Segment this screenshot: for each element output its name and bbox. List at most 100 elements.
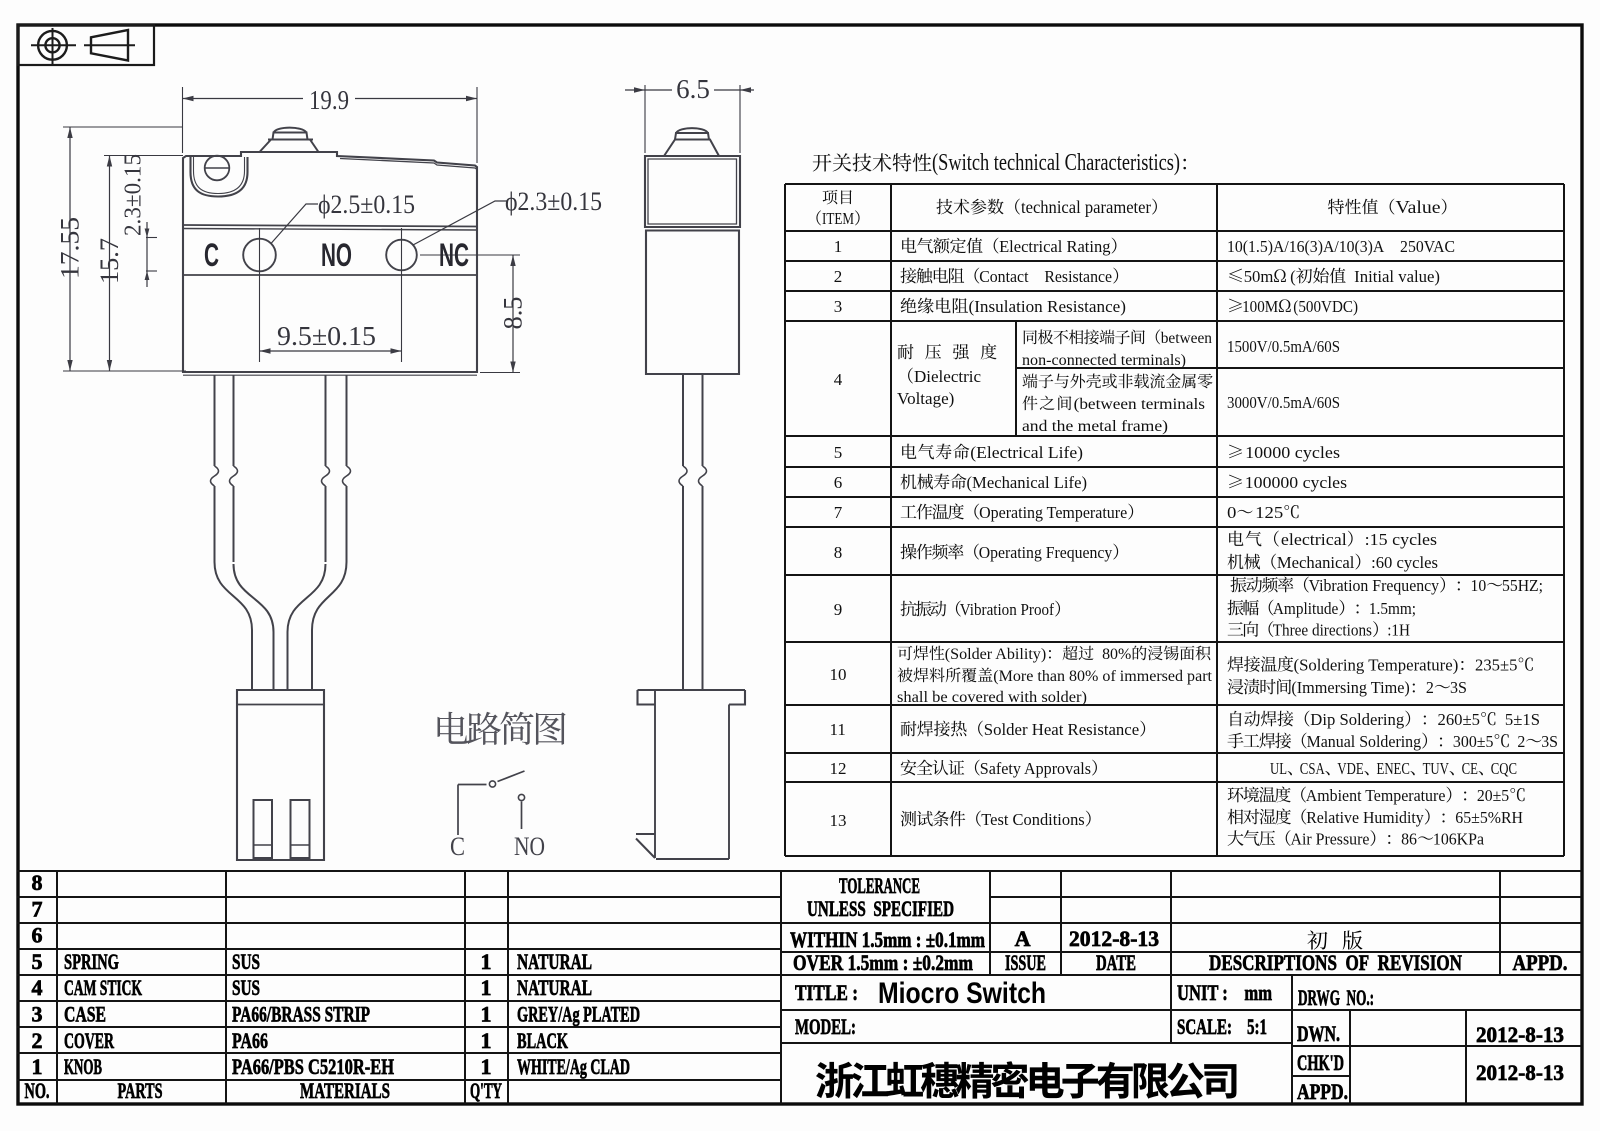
- svg-text:Dip Soldering: Dip Soldering: [1310, 710, 1404, 729]
- svg-text:TITLE :: TITLE :: [795, 980, 858, 1005]
- svg-text:2: 2: [1426, 678, 1434, 697]
- svg-text:Test Conditions: Test Conditions: [981, 810, 1084, 829]
- svg-text:55HZ;: 55HZ;: [1502, 576, 1543, 595]
- svg-text:260±5: 260±5: [1438, 710, 1481, 729]
- svg-text:1500V/0.5mA/60S: 1500V/0.5mA/60S: [1227, 337, 1340, 356]
- svg-text:6.5: 6.5: [676, 74, 710, 104]
- svg-text:DRWG NO.:: DRWG NO.:: [1298, 985, 1374, 1010]
- svg-text:15.7: 15.7: [95, 238, 124, 284]
- svg-text:C: C: [450, 832, 465, 861]
- svg-text:6: 6: [834, 473, 843, 492]
- svg-text:4: 4: [32, 975, 43, 1000]
- svg-text:1: 1: [481, 975, 492, 1000]
- svg-text:19.9: 19.9: [309, 85, 349, 115]
- svg-text:3S: 3S: [1450, 678, 1467, 697]
- svg-text:Air Pressure: Air Pressure: [1291, 830, 1370, 849]
- svg-text:2012-8-13: 2012-8-13: [1069, 926, 1159, 951]
- svg-text:2: 2: [834, 267, 843, 286]
- svg-text:DESCRIPTIONS OF REVISION: DESCRIPTIONS OF REVISION: [1209, 950, 1462, 975]
- svg-text:COVER: COVER: [64, 1028, 115, 1053]
- svg-text:2: 2: [32, 1028, 43, 1053]
- svg-text:APPD.: APPD.: [1513, 950, 1568, 975]
- svg-text:5: 5: [834, 443, 843, 462]
- svg-text:CAM STICK: CAM STICK: [64, 975, 142, 1000]
- svg-text:1: 1: [481, 949, 492, 974]
- svg-text:Operating Temperature: Operating Temperature: [979, 503, 1127, 522]
- svg-text:UL: UL: [1270, 759, 1287, 778]
- svg-text:CHK'D: CHK'D: [1297, 1050, 1344, 1075]
- svg-text:CSA: CSA: [1300, 759, 1325, 778]
- svg-text:(Insulation Resistance): (Insulation Resistance): [969, 297, 1127, 316]
- svg-text:(Soldering Temperature): (Soldering Temperature): [1294, 656, 1459, 675]
- svg-text:2012-8-13: 2012-8-13: [1476, 1060, 1564, 1085]
- svg-text:5: 5: [32, 949, 43, 974]
- svg-text:3S: 3S: [1541, 732, 1558, 751]
- svg-text:Electrical Rating: Electrical Rating: [999, 237, 1111, 256]
- svg-text:235±5: 235±5: [1475, 656, 1517, 675]
- svg-text:DATE: DATE: [1096, 950, 1136, 975]
- svg-text:2.3±0.15: 2.3±0.15: [121, 154, 147, 236]
- svg-text::15 cycles: :15 cycles: [1365, 530, 1437, 549]
- svg-text:1: 1: [481, 1002, 492, 1027]
- svg-text:BLACK: BLACK: [517, 1028, 568, 1053]
- svg-text:(Electrical Life): (Electrical Life): [970, 443, 1083, 462]
- svg-text:86: 86: [1401, 830, 1417, 849]
- svg-text:100000 cycles: 100000 cycles: [1245, 473, 1347, 492]
- svg-text:10(1.5)A/16(3)A/10(3)A 250VAC: 10(1.5)A/16(3)A/10(3)A 250VAC: [1227, 237, 1455, 256]
- svg-text:PA66/PBS C5210R-EH: PA66/PBS C5210R-EH: [232, 1054, 394, 1079]
- svg-text::60 cycles: :60 cycles: [1371, 553, 1438, 572]
- svg-text:7: 7: [834, 503, 843, 522]
- svg-text:(: (: [1290, 267, 1296, 286]
- svg-text:MATERIALS: MATERIALS: [300, 1078, 390, 1103]
- svg-text:Ambient Temperature: Ambient Temperature: [1306, 786, 1446, 805]
- svg-text:100M: 100M: [1242, 297, 1278, 316]
- svg-text:1: 1: [834, 237, 843, 256]
- svg-text:Safety Approvals: Safety Approvals: [980, 759, 1091, 778]
- svg-text:10: 10: [830, 665, 847, 684]
- svg-text:Manual Soldering: Manual Soldering: [1307, 732, 1422, 751]
- svg-text:SUS: SUS: [232, 975, 260, 1000]
- svg-text:MODEL:: MODEL:: [795, 1014, 856, 1039]
- svg-text:ITEM: ITEM: [822, 209, 854, 228]
- svg-text:GREY/Ag PLATED: GREY/Ag PLATED: [517, 1002, 640, 1027]
- svg-text:Voltage): Voltage): [897, 389, 954, 408]
- svg-text:NO: NO: [514, 832, 545, 861]
- svg-text:PARTS: PARTS: [118, 1078, 163, 1103]
- svg-text:WITHIN 1.5mm : ±0.1mm: WITHIN 1.5mm : ±0.1mm: [790, 927, 985, 952]
- svg-text:Q'TY: Q'TY: [470, 1078, 502, 1103]
- svg-text:TOLERANCE: TOLERANCE: [839, 873, 920, 898]
- svg-text:and the metal frame): and the metal frame): [1022, 418, 1168, 435]
- svg-text:Dielectric: Dielectric: [914, 367, 981, 386]
- svg-text:12: 12: [830, 759, 847, 778]
- svg-text:WHITE/Ag CLAD: WHITE/Ag CLAD: [517, 1054, 630, 1079]
- svg-text:shall be covered with solder): shall be covered with solder): [897, 689, 1087, 706]
- svg-text:Miocro Switch: Miocro Switch: [878, 977, 1046, 1010]
- svg-text:125: 125: [1255, 503, 1283, 522]
- svg-text:between: between: [1161, 330, 1212, 347]
- svg-text:17.55: 17.55: [55, 217, 84, 279]
- svg-text:ϕ2.5±0.15: ϕ2.5±0.15: [318, 190, 415, 219]
- svg-text:A: A: [1015, 926, 1031, 951]
- svg-text:NO: NO: [321, 237, 352, 273]
- svg-text:SPRING: SPRING: [64, 949, 119, 974]
- svg-text:8.5: 8.5: [498, 297, 527, 330]
- svg-text:80%: 80%: [1094, 646, 1131, 663]
- svg-text::1H: :1H: [1387, 621, 1410, 640]
- svg-text:1: 1: [32, 1054, 43, 1079]
- svg-text:non-connected terminals): non-connected terminals): [1022, 352, 1186, 369]
- svg-text:TUV: TUV: [1423, 759, 1450, 778]
- svg-text:APPD.: APPD.: [1297, 1079, 1348, 1104]
- svg-text:Mechanical: Mechanical: [1277, 553, 1355, 572]
- svg-text:Three directions: Three directions: [1273, 621, 1372, 640]
- svg-text:10000 cycles: 10000 cycles: [1245, 443, 1340, 462]
- svg-text:Contact Resistance: Contact Resistance: [979, 267, 1112, 286]
- svg-text:Vibration Frequency: Vibration Frequency: [1309, 576, 1440, 595]
- svg-text:NC: NC: [439, 237, 469, 273]
- svg-text:9.5±0.15: 9.5±0.15: [277, 321, 376, 351]
- svg-text:20±5: 20±5: [1477, 786, 1509, 805]
- svg-text:Initial value): Initial value): [1346, 267, 1440, 286]
- svg-text:7: 7: [32, 896, 43, 921]
- svg-text:SUS: SUS: [232, 949, 260, 974]
- svg-text:NATURAL: NATURAL: [517, 949, 592, 974]
- svg-text:NO.: NO.: [25, 1078, 50, 1103]
